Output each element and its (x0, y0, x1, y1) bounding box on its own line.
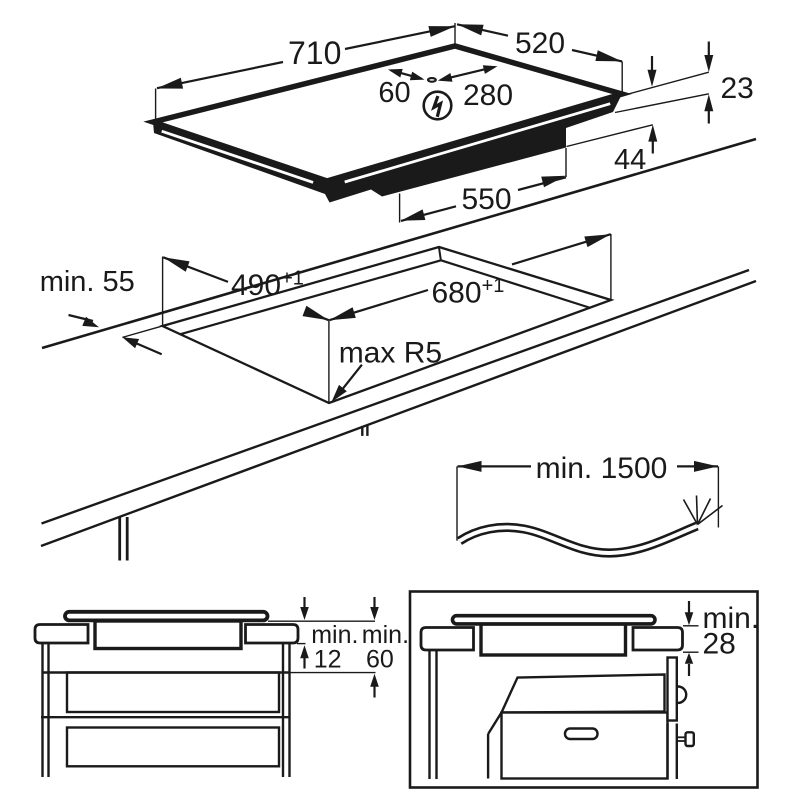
svg-text:12: 12 (314, 646, 342, 674)
svg-text:28: 28 (703, 628, 736, 661)
svg-text:60: 60 (378, 77, 410, 109)
svg-text:44: 44 (614, 144, 646, 176)
svg-text:max R5: max R5 (339, 337, 442, 370)
svg-text:min. 55: min. 55 (40, 266, 135, 298)
svg-text:710: 710 (288, 35, 341, 71)
svg-text:550: 550 (462, 183, 512, 216)
svg-text:min. 1500: min. 1500 (536, 452, 668, 485)
svg-text:60: 60 (366, 646, 394, 674)
svg-text:280: 280 (463, 79, 513, 112)
svg-text:min.: min. (703, 602, 760, 635)
svg-text:min.: min. (362, 621, 409, 649)
svg-text:min.: min. (311, 621, 358, 649)
svg-text:520: 520 (515, 27, 565, 60)
svg-text:23: 23 (721, 72, 754, 105)
